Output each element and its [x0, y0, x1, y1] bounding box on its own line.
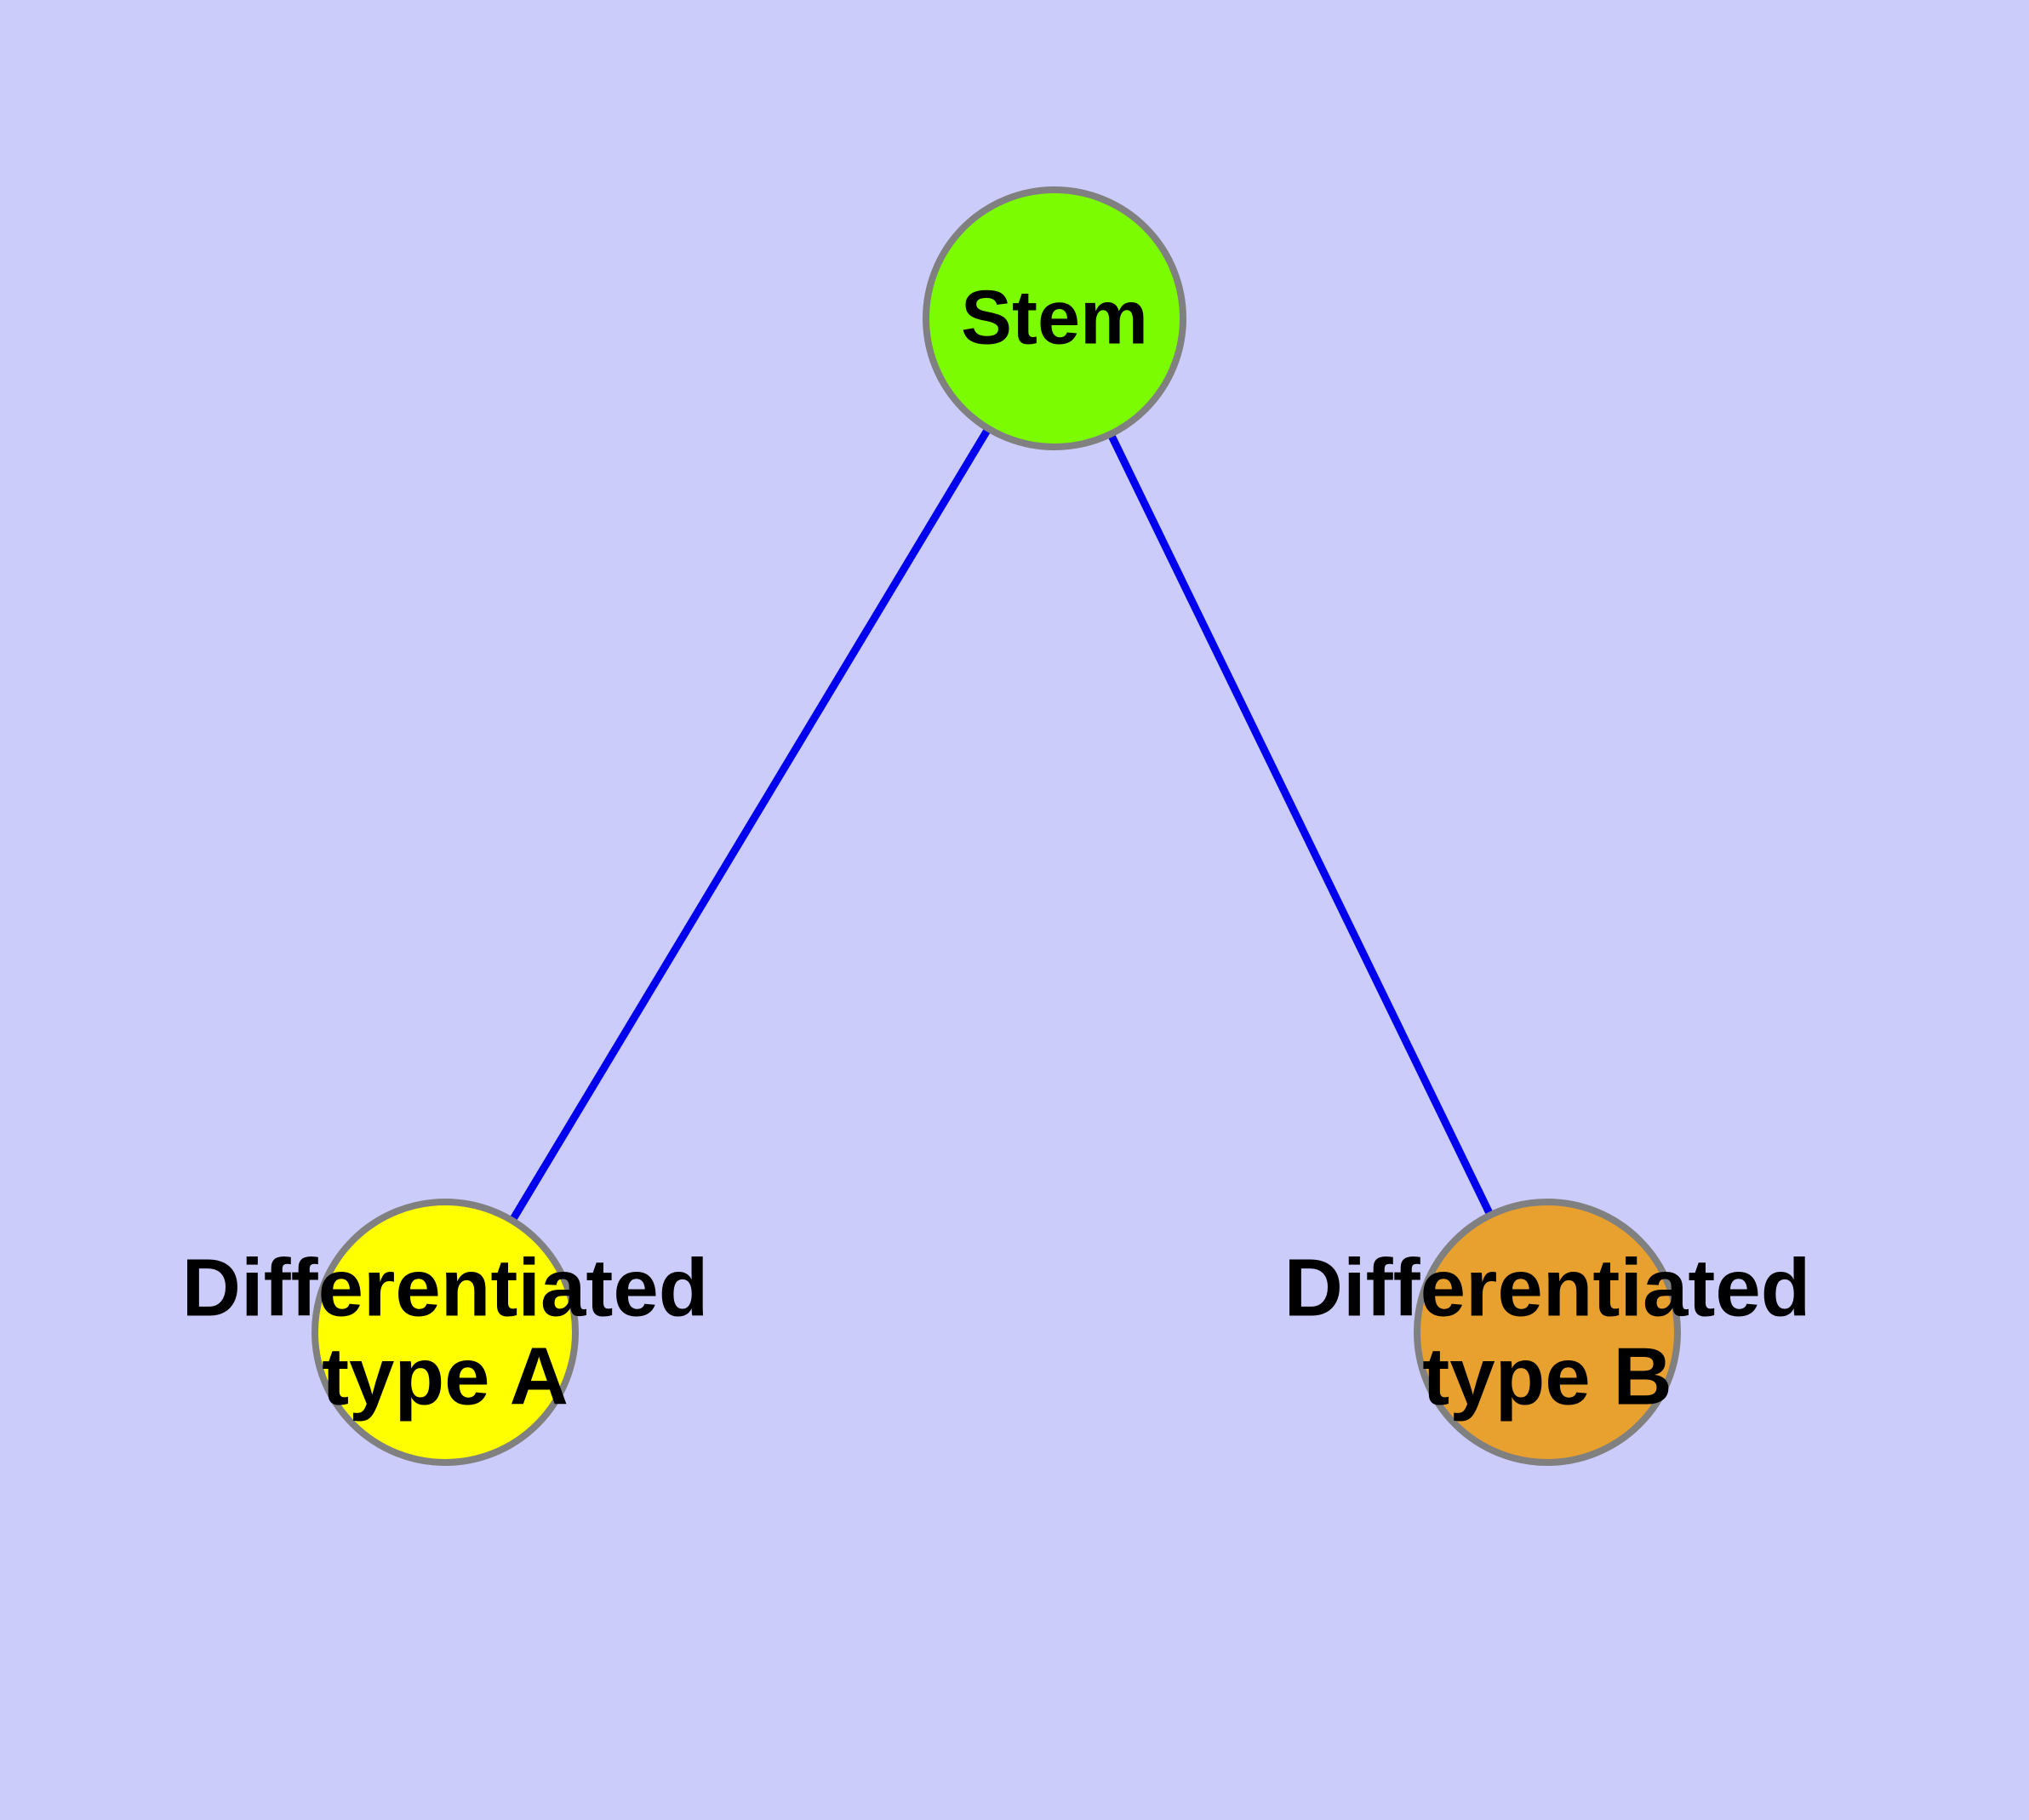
node-differentiated-type-b[interactable] — [1414, 1199, 1681, 1466]
edge-stem-to-differentiated-type-a[interactable] — [510, 427, 992, 1222]
node-differentiated-type-a[interactable] — [311, 1199, 579, 1466]
node-layer — [311, 186, 1681, 1466]
node-stem[interactable] — [923, 186, 1186, 450]
edge-stem-to-differentiated-type-b[interactable] — [1107, 433, 1494, 1216]
edge-layer — [510, 427, 1494, 1222]
